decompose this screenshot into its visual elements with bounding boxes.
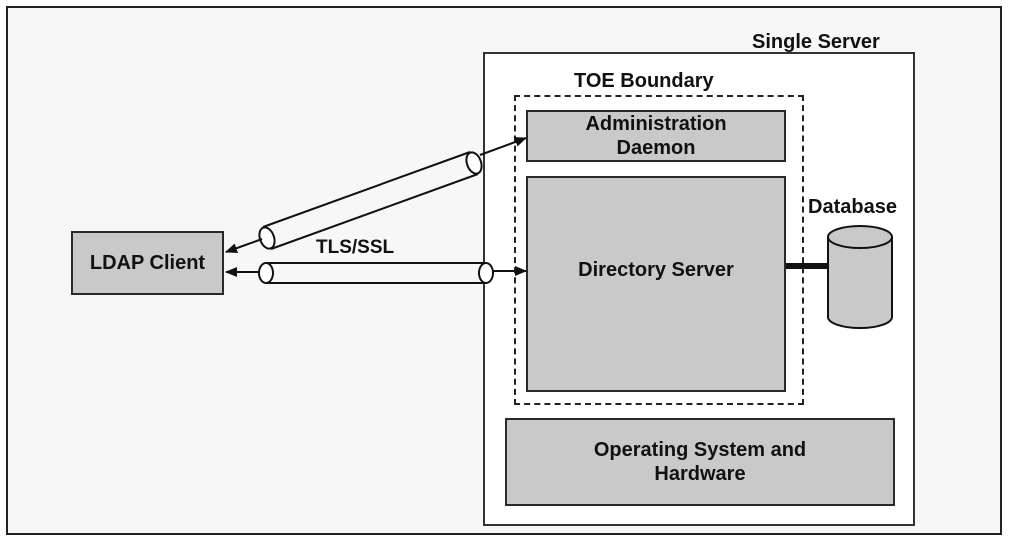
database-cylinder-icon: [827, 225, 893, 329]
ldap-client-box: LDAP Client: [71, 231, 224, 295]
upper-arrow-to-client: [225, 238, 263, 253]
directory-server-label: Directory Server: [578, 259, 734, 281]
single-server-label: Single Server: [752, 31, 880, 53]
os-hardware-label: Operating System and Hardware: [593, 439, 807, 485]
administration-daemon-box: Administration Daemon: [526, 110, 786, 162]
administration-daemon-label: Administration Daemon: [585, 113, 727, 159]
upper-tls-pipe: [258, 151, 483, 250]
tls-ssl-label: TLS/SSL: [316, 237, 395, 258]
ldap-client-label: LDAP Client: [89, 252, 206, 274]
toe-boundary-label: TOE Boundary: [574, 70, 714, 92]
upper-arrow-to-admin: [479, 137, 527, 156]
os-hardware-box: Operating System and Hardware: [505, 418, 895, 506]
toe-boundary: [514, 95, 804, 405]
database-label: Database: [808, 196, 897, 218]
directory-server-box: Directory Server: [526, 176, 786, 392]
lower-tls-pipe: [258, 262, 494, 284]
